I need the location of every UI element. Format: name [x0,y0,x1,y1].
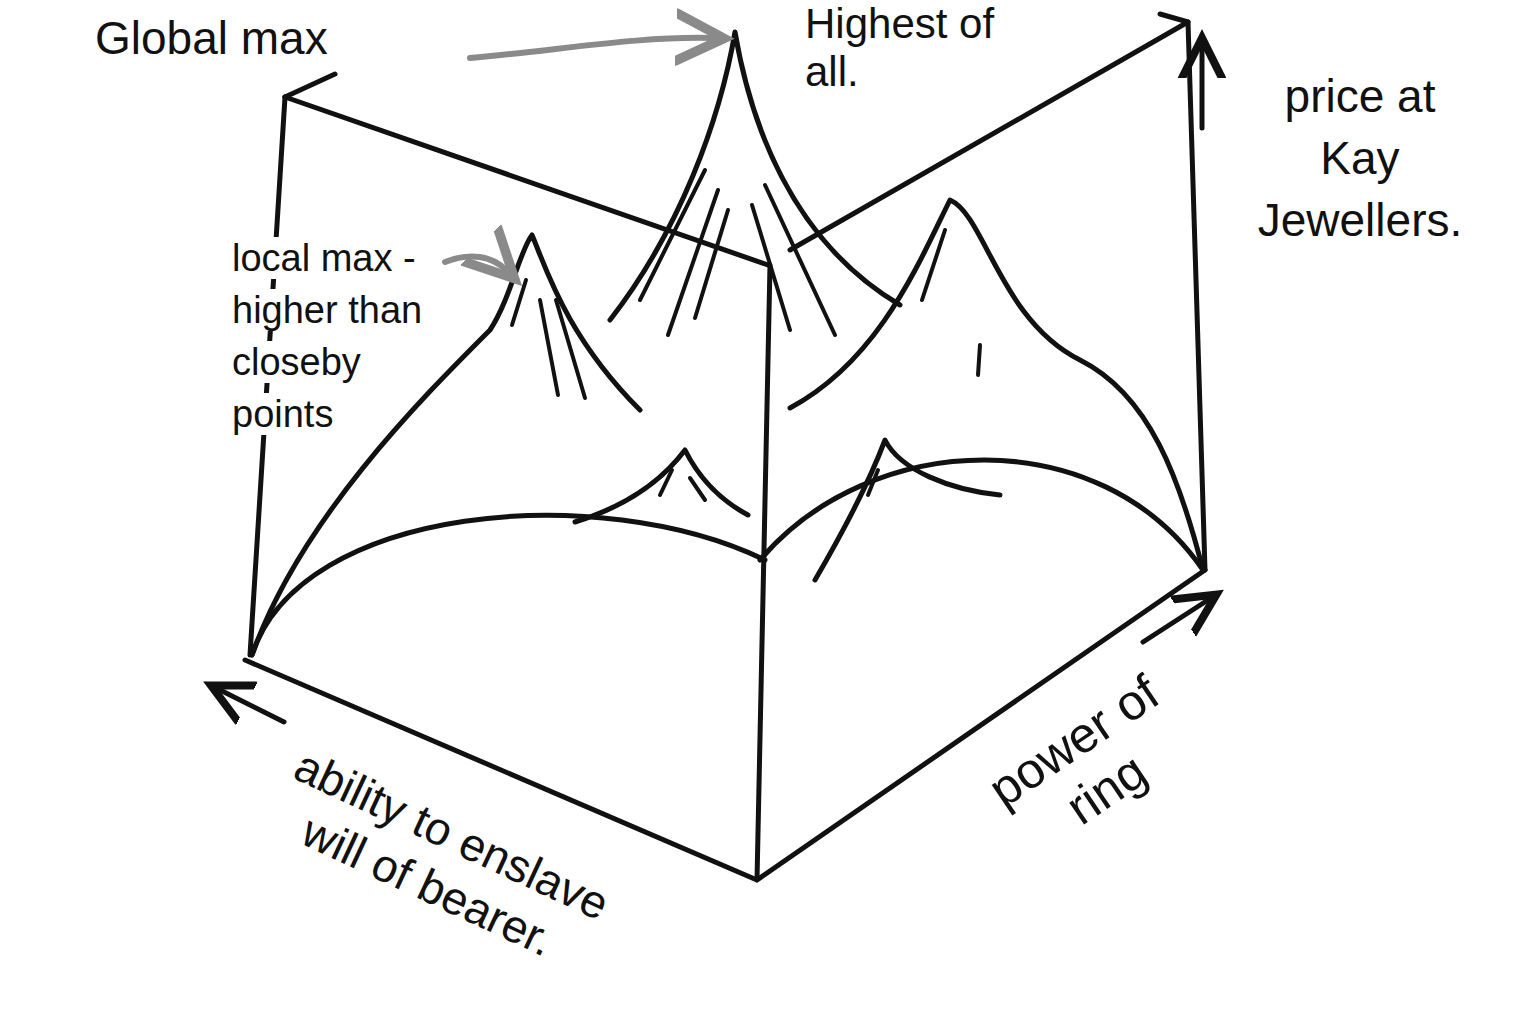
label-text: ability to enslave will of bearer. [287,739,617,966]
axis-arrow [220,690,284,722]
box-edge [285,74,335,97]
surface-arc [760,460,1203,570]
box-edge [757,265,770,880]
label-text: price at Kay Jewellers. [1258,70,1463,246]
callout-label: local max - higher than closeby points [232,232,432,440]
hatch [868,470,878,495]
label-text: Global max [95,12,328,64]
label: Global max [95,10,475,66]
peak-contour [815,440,1000,580]
hatch [690,478,705,500]
peak-contour [575,450,748,522]
leader-arrow [470,38,712,58]
surface-arc [252,515,765,655]
box-edge [1188,22,1205,570]
axis-arrow [1143,600,1208,642]
axis-arrow [1200,48,1205,128]
leader-arrow [445,256,506,270]
hatch [978,345,980,375]
hatch [922,230,945,300]
hatch [765,185,835,335]
label-text: Highest of all. [805,0,994,95]
axis-label: price at Kay Jewellers. [1255,65,1465,251]
label: Highest of all. [805,0,1025,96]
hatch [640,170,705,300]
hatch [556,300,585,398]
axis-label: ability to enslave will of bearer. [244,729,636,991]
hatch [540,300,558,395]
axis-label: power of ring [966,655,1213,874]
label-text: power of ring [979,664,1169,835]
label-text: local max - higher than closeby points [232,237,422,435]
hatch [695,210,728,318]
hatch [512,280,526,325]
hatch [660,470,672,495]
